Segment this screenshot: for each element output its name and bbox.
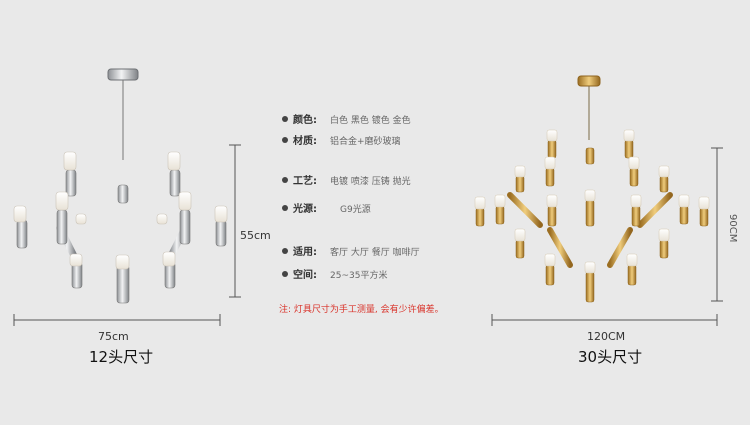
spec-label: 颜色: [293,113,317,126]
canopy [577,75,601,87]
bullet-icon [282,271,288,277]
spec-row-material: 材质: 铝合金+磨砂玻璃 [282,134,401,147]
spec-label: 光源: [292,202,317,215]
glass-shades [474,129,710,274]
right-width-label: 120CM [587,330,625,343]
right-caption: 30头尺寸 [578,348,642,366]
spec-value: 铝合金+磨砂玻璃 [330,135,401,147]
bullet-icon [282,248,288,254]
gold-chandelier-30 [474,75,710,303]
spec-value: 25~35平方米 [330,269,387,281]
spec-row-light-source: 光源: G9光源 [282,202,371,215]
spec-label: 工艺: [293,174,317,187]
bullet-icon [282,205,288,211]
right-height-label: 90CM [727,214,738,242]
right-dimensions [491,147,723,326]
bullet-icon [282,137,288,143]
bullet-icon [282,177,288,183]
spec-value: 电镀 喷漆 压铸 抛光 [330,175,411,187]
spec-list: 颜色: 白色 黑色 镀色 金色 材质: 铝合金+磨砂玻璃 工艺: 电镀 喷漆 压… [279,113,444,315]
spec-row-application: 适用: 客厅 大厅 餐厅 咖啡厅 [282,245,420,258]
left-width-label: 75cm [98,330,129,343]
bullet-icon [282,116,288,122]
spec-value: 白色 黑色 镀色 金色 [330,114,411,126]
canopy [107,68,139,81]
left-height-label: 55cm [240,229,271,242]
spec-value: G9光源 [340,203,371,215]
left-dimensions [13,144,241,326]
spec-label: 材质: [293,134,317,147]
measurement-note: 注: 灯具尺寸为手工测量, 会有少许偏差。 [279,303,444,315]
left-caption: 12头尺寸 [89,348,153,366]
spec-label: 空间: [293,268,317,281]
spec-value: 客厅 大厅 餐厅 咖啡厅 [330,246,420,258]
spec-label: 适用: [293,245,317,258]
spec-row-process: 工艺: 电镀 喷漆 压铸 抛光 [282,174,411,187]
spec-row-space: 空间: 25~35平方米 [282,268,387,281]
spec-row-color: 颜色: 白色 黑色 镀色 金色 [282,113,411,126]
glass-shades [13,151,228,270]
silver-chandelier-12 [13,68,228,304]
